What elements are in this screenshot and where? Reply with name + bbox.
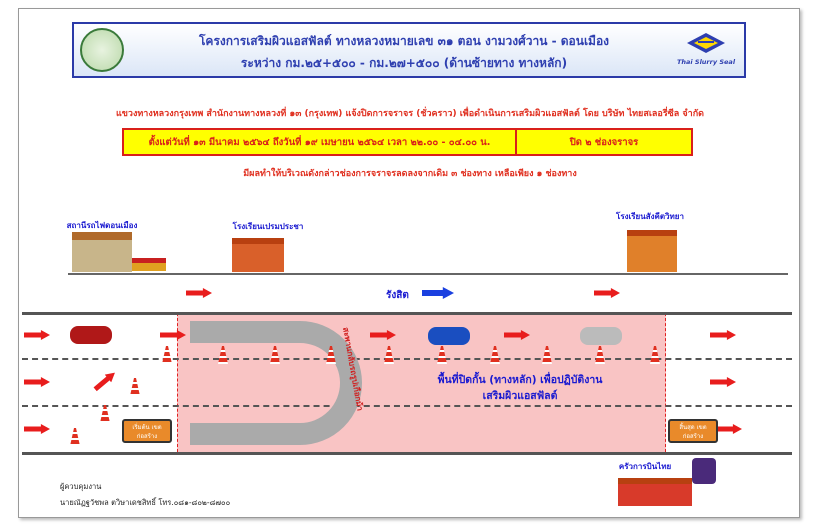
traffic-arrow-icon <box>594 288 620 298</box>
traffic-arrow-icon <box>24 377 50 387</box>
traffic-cone-icon <box>100 405 110 423</box>
label-school1: โรงเรียนเปรมประชา <box>232 222 304 231</box>
title-line2: ระหว่าง กม.๒๕+๕๐๐ - กม.๒๗+๕๐๐ (ด้านซ้ายท… <box>240 56 568 70</box>
traffic-cone-icon <box>326 346 336 364</box>
label-school2: โรงเรียนสังคีตวิทยา <box>616 212 684 221</box>
lane-divider <box>22 358 792 360</box>
traffic-cone-icon <box>384 346 394 364</box>
start-construction-sign: เริ่มต้น เขตก่อสร้าง <box>122 419 172 443</box>
traffic-cone-icon <box>162 346 172 364</box>
traffic-arrow-icon <box>160 330 186 340</box>
traffic-cone-icon <box>70 428 80 446</box>
traffic-cone-icon <box>218 346 228 364</box>
closure-text: ปิด ๒ ช่องจราจร <box>569 136 639 148</box>
lane-divider <box>22 405 792 407</box>
traffic-arrow-icon <box>716 424 742 434</box>
traffic-cone-icon <box>490 346 500 364</box>
title-line1: โครงการเสริมผิวแอสฟัลต์ ทางหลวงหมายเลข ๓… <box>198 34 610 48</box>
zone-label-line1: พื้นที่ปิดกั้น (ทางหลัก) เพื่อปฏิบัติงาน <box>437 374 603 386</box>
train-icon <box>132 258 166 271</box>
u-turn-bridge-icon <box>190 321 362 445</box>
label-catering: ครัวการบินไทย <box>618 462 672 471</box>
car-blue-icon <box>428 327 470 345</box>
traffic-cone-icon <box>270 346 280 364</box>
supervisor-contact: นายณัฏฐวัชพล ตวิษาเดชสิทธิ์ โทร.๐๘๑-๘๐๒-… <box>60 498 231 507</box>
thai-slurry-seal-logo-icon <box>687 33 725 53</box>
car-gray-icon <box>580 327 622 345</box>
supervisor-role: ผู้ควบคุมงาน <box>60 482 102 491</box>
department-seal-icon <box>80 28 124 72</box>
traffic-cone-icon <box>650 346 660 364</box>
traffic-cone-icon <box>542 346 552 364</box>
roadside-line <box>68 273 788 275</box>
traffic-arrow-icon <box>370 330 396 340</box>
school-building-icon <box>627 230 677 272</box>
direction-arrow-icon <box>422 287 454 299</box>
road-edge-bottom <box>22 452 792 455</box>
traffic-arrow-icon <box>24 330 50 340</box>
traffic-arrow-icon <box>24 424 50 434</box>
traffic-cone-icon <box>130 378 140 396</box>
announcement-text: แขวงทางหลวงกรุงเทพ สำนักงานทางหลวงที่ ๑๓… <box>115 109 705 119</box>
traffic-cone-icon <box>437 346 447 364</box>
zone-label-line2: เสริมผิวแอสฟัลต์ <box>482 390 558 402</box>
effect-text: มีผลทำให้บริเวณดังกล่าวช่องการจราจรลดลงจ… <box>243 169 577 179</box>
traffic-arrow-icon <box>504 330 530 340</box>
company-logo-text: Thai Slurry Seal <box>676 58 736 66</box>
traffic-arrow-icon <box>710 330 736 340</box>
header-banner: โครงการเสริมผิวแอสฟัลต์ ทางหลวงหมายเลข ๓… <box>72 22 746 78</box>
closure-box: ปิด ๒ ช่องจราจร <box>515 128 693 156</box>
period-box: ตั้งแต่วันที่ ๑๓ มีนาคม ๒๕๖๔ ถึงวันที่ ๑… <box>122 128 517 156</box>
zone-label: พื้นที่ปิดกั้น (ทางหลัก) เพื่อปฏิบัติงาน… <box>400 372 640 404</box>
train-station-icon <box>72 232 132 272</box>
end-construction-sign: สิ้นสุด เขตก่อสร้าง <box>668 419 718 443</box>
traffic-arrow-icon <box>710 377 736 387</box>
period-text: ตั้งแต่วันที่ ๑๓ มีนาคม ๒๕๖๔ ถึงวันที่ ๑… <box>148 136 491 148</box>
car-red-icon <box>70 326 112 344</box>
label-station: สถานีรถไฟดอนเมือง <box>66 221 138 230</box>
traffic-cone-icon <box>595 346 605 364</box>
notice-frame <box>18 8 800 518</box>
thai-airways-logo-icon <box>692 458 716 484</box>
direction-label: รังสิต <box>386 290 409 301</box>
school-building-icon <box>232 238 284 272</box>
company-logo: Thai Slurry Seal <box>674 32 738 66</box>
road-edge-top <box>22 312 792 315</box>
catering-building-icon <box>618 478 692 506</box>
traffic-arrow-icon <box>186 288 212 298</box>
